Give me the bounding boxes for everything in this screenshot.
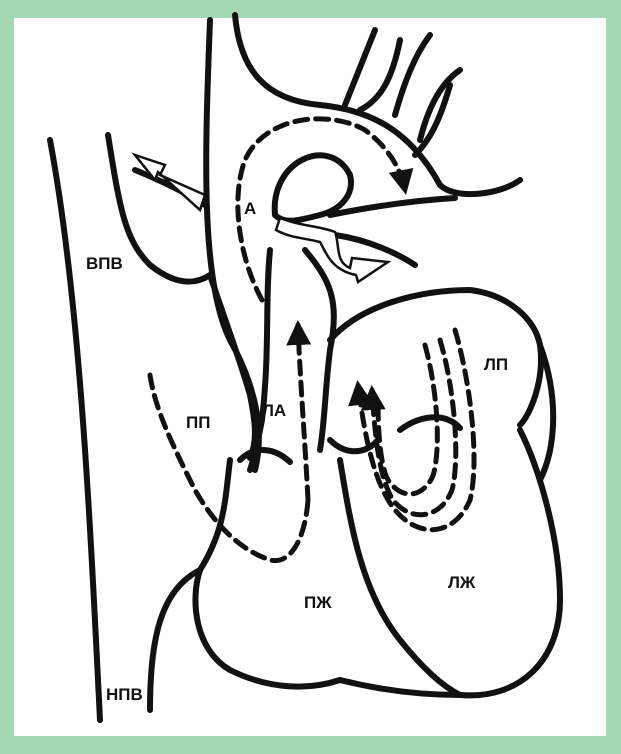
svc-left-wall bbox=[50, 140, 100, 720]
head-vessel-outer-2 bbox=[415, 85, 450, 155]
ivc-wall bbox=[150, 570, 200, 710]
flow-pulmonary-artery bbox=[298, 325, 308, 500]
label-right-atrium: ПП bbox=[186, 413, 210, 432]
aorta-right-wall bbox=[235, 15, 520, 194]
svc-right-wall bbox=[108, 135, 210, 282]
label-left-ventricle: ЛЖ bbox=[448, 573, 476, 592]
right-ventricle-wall bbox=[195, 570, 340, 687]
brachiocephalic-trunk bbox=[345, 30, 375, 105]
shunt-arrow-left bbox=[135, 155, 205, 210]
label-right-ventricle: ПЖ bbox=[304, 593, 332, 612]
flow-left-atrium-2 bbox=[372, 340, 456, 515]
shunt-arrow-right bbox=[276, 218, 388, 282]
label-aorta: А bbox=[244, 199, 256, 218]
pulmonary-trunk-right bbox=[305, 250, 334, 450]
label-pulmonary-artery: ЛА bbox=[262, 401, 286, 420]
interventricular-septum bbox=[340, 460, 460, 695]
subclavian-artery bbox=[420, 70, 460, 140]
left-pulmonary-artery bbox=[330, 198, 455, 215]
right-atrium-wall bbox=[210, 275, 255, 458]
label-svc: ВПВ bbox=[86, 254, 123, 273]
tricuspid-ring bbox=[240, 450, 290, 462]
label-ivc: НПВ bbox=[106, 685, 143, 704]
label-left-atrium: ЛП bbox=[484, 355, 508, 374]
rv-outflow-wall bbox=[200, 460, 230, 570]
mitral-ring bbox=[400, 417, 460, 430]
